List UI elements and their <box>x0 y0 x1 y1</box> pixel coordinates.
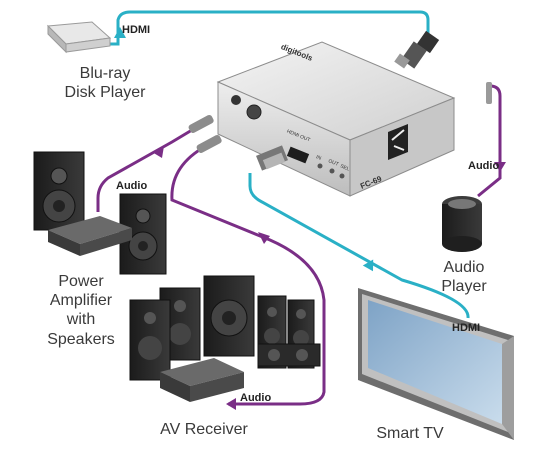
power-amplifier <box>48 216 132 256</box>
av-receiver-label: AV Receiver <box>160 421 248 438</box>
hdmi-input-label: HDMI <box>122 24 151 36</box>
audio-arrow-icon <box>152 146 506 410</box>
power-amplifier-label: Power Amplifier with Speakers <box>47 273 115 348</box>
hdmi-cable-device-to-tv <box>248 173 470 319</box>
audio-player-link-label: Audio <box>468 160 500 172</box>
smart-tv-label: Smart TV <box>376 425 444 442</box>
left-speaker <box>33 151 85 231</box>
audio-player-label: Audio Player <box>441 259 487 296</box>
bluray-label: Blu-ray Disk Player <box>64 65 146 102</box>
bluray-player <box>46 21 112 54</box>
surround-speakers <box>129 275 321 381</box>
audio-cable-device-to-receiver <box>170 144 326 406</box>
audio-jack-icon <box>188 82 492 153</box>
converter-device <box>216 41 456 197</box>
audio-receiver-label: Audio <box>240 392 272 404</box>
av-receiver <box>160 358 244 402</box>
right-speaker <box>119 193 167 275</box>
hdmi-plug-icon <box>256 145 288 171</box>
audio-player <box>442 196 482 252</box>
smart-tv <box>358 288 514 440</box>
hdmi-output-label: HDMI <box>452 322 481 334</box>
hdmi-cable-bluray-to-device <box>100 10 430 46</box>
hdmi-plug-icon <box>394 30 440 69</box>
hdmi-arrow-icon <box>114 27 374 272</box>
audio-amplifier-label: Audio <box>116 180 148 192</box>
audio-cable-device-to-amplifier <box>96 128 193 212</box>
